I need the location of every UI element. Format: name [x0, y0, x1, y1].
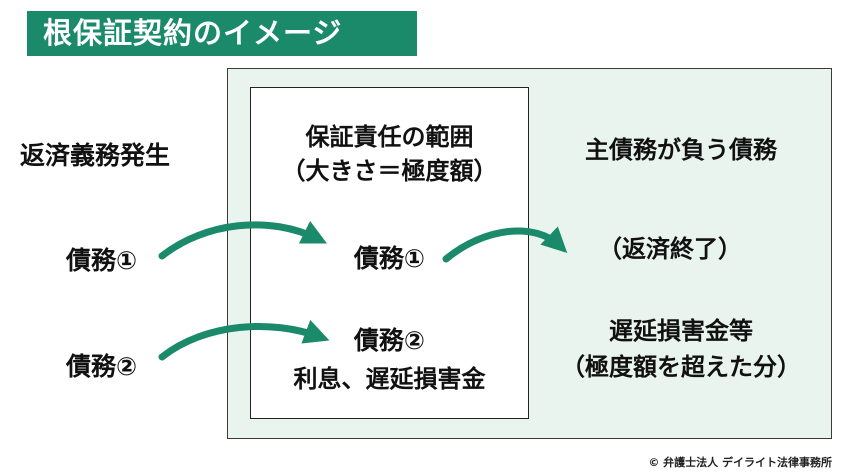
arrow-debt1-to-guarantee — [158, 220, 328, 260]
repayment-obligation-heading: 返済義務発生 — [20, 141, 171, 170]
arrow-debt2-to-guarantee — [158, 319, 330, 361]
principal-debt-heading: 主債務が負う債務 — [585, 136, 777, 164]
middle-debt2-group: 債務② 利息、遅延損害金 — [250, 322, 529, 398]
late-damages-label: 遅延損害金等 — [609, 317, 753, 345]
guarantee-range-heading-line1: 保証責任の範囲 — [305, 123, 474, 151]
middle-debt2-label: 債務② — [353, 326, 426, 355]
excess-damages-group: 遅延損害金等 （極度額を超えた分） — [531, 313, 831, 385]
repayment-complete-label: （返済終了） — [598, 235, 742, 263]
left-debt2-label: 債務② — [66, 352, 138, 381]
arrow-guarantee-to-repaid — [442, 226, 568, 263]
left-debt1-label: 債務① — [66, 246, 138, 275]
middle-debt1-label: 債務① — [353, 244, 426, 273]
guarantee-range-box — [250, 87, 529, 419]
diagram-title: 根保証契約のイメージ — [27, 11, 417, 56]
guarantee-range-heading-line2: （大きさ＝極度額） — [281, 157, 498, 185]
copyright-notice: © 弁護士法人 デイライト法律事務所 — [648, 456, 832, 469]
exceeding-limit-label: （極度額を超えた分） — [561, 353, 801, 381]
interest-late-damages-label: 利息、遅延損害金 — [293, 365, 486, 393]
guarantee-range-heading: 保証責任の範囲 （大きさ＝極度額） — [250, 120, 529, 188]
